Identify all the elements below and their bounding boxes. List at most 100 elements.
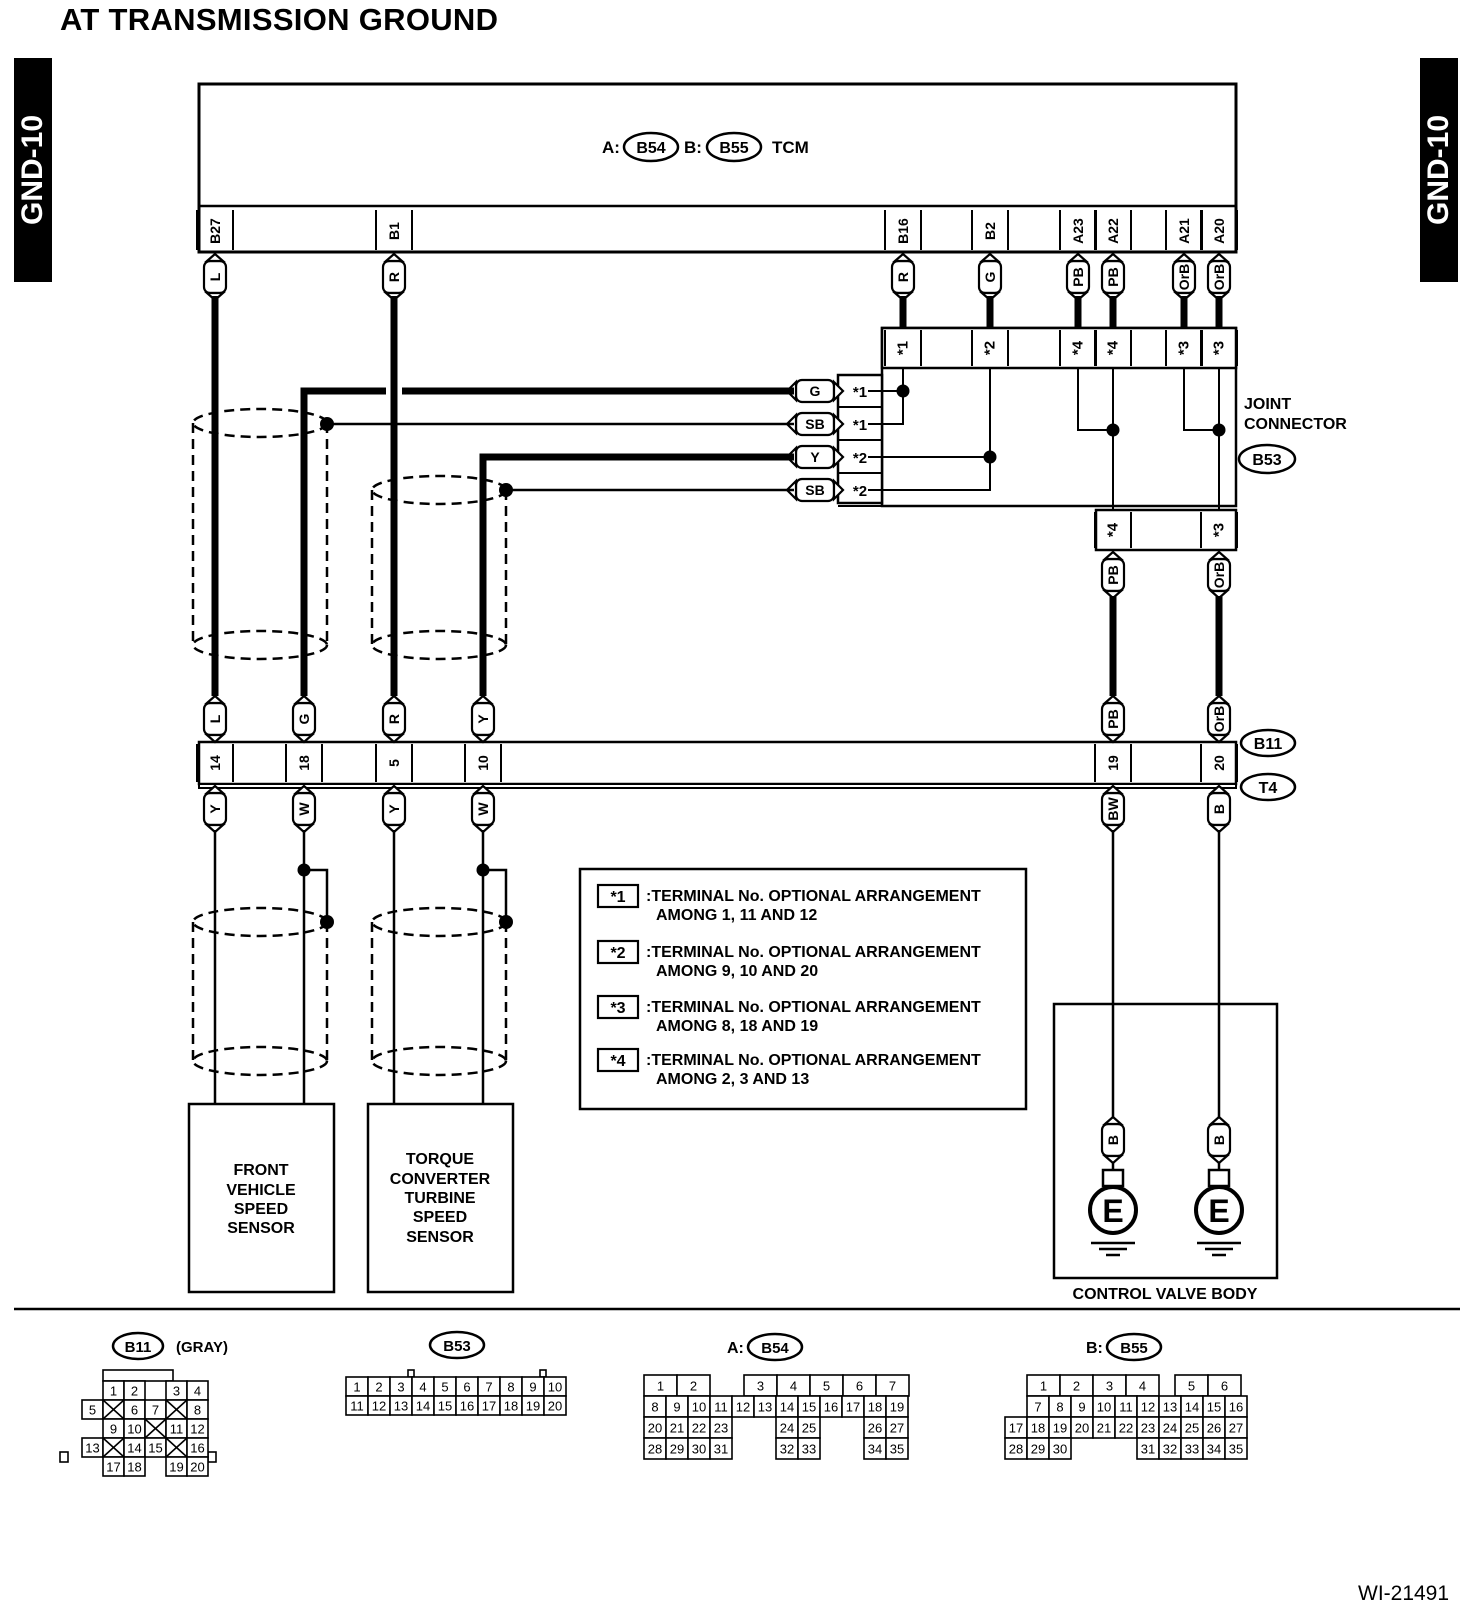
tcm-wire-0-label: L [207,272,223,281]
b54-cell-33-label: 33 [802,1442,816,1457]
b54-cell-10: 10 [687,1395,711,1418]
b11-cell-X [102,1437,125,1458]
b53-cell-20: 20 [543,1395,567,1416]
b54-cell-10-label: 10 [692,1400,706,1415]
turbine-sensor-line-1: TORQUE [406,1151,474,1168]
b53-cell-10: 10 [543,1376,567,1397]
turbine-sensor-line-2: CONVERTER [390,1171,491,1188]
b11-cell-15-label: 15 [148,1441,162,1456]
b54-cell-33: 33 [797,1437,821,1460]
b55-cell-23-label: 23 [1141,1421,1155,1436]
joint-side-term-label-0: *1 [853,384,867,401]
b53-cell-4-label: 4 [419,1380,426,1395]
b54-cell-21-label: 21 [670,1421,684,1436]
ground-wire-0: B [1100,1115,1126,1165]
joint-side-terminals: *1G*1SB*2Y*2SB [785,378,882,507]
b55-cell-28-label: 28 [1009,1442,1023,1457]
note-line1-0: :TERMINAL No. OPTIONAL ARRANGEMENT [646,888,981,905]
b11-cell-19: 19 [165,1456,188,1477]
b54-cell-13: 13 [753,1395,777,1418]
b55-cell-32-label: 32 [1163,1442,1177,1457]
front-sensor-line-3: SPEED [234,1201,288,1218]
b54-cell-4-label: 4 [790,1379,797,1394]
b55-cell-11: 11 [1114,1395,1138,1418]
b55-cell-4-label: 4 [1139,1379,1146,1394]
joint-bottom-term-0: *4 [1105,522,1122,537]
b55-cell-18-label: 18 [1031,1421,1045,1436]
b54-cell-25-label: 25 [802,1421,816,1436]
splice-dot [1212,423,1226,437]
b55-cell-12: 12 [1136,1395,1160,1418]
b54-cell-2-label: 2 [690,1379,697,1394]
tcm-pin-5: A22 [1105,218,1121,244]
b54-cell-29-label: 29 [670,1442,684,1457]
b11-cell-9-label: 9 [110,1422,117,1437]
inline-lower-wire-2-label: Y [386,804,402,814]
b53-cell-12: 12 [367,1395,391,1416]
ground-wire-1-label: B [1211,1135,1227,1145]
b55-cell-34-label: 34 [1207,1442,1221,1457]
b11-cell-14-label: 14 [127,1441,141,1456]
front-sensor-line-4: SENSOR [227,1220,295,1237]
b53-cell-16: 16 [455,1395,479,1416]
b11-cell-3: 3 [165,1380,188,1401]
joint-connector-label-2: CONNECTOR [1244,416,1347,433]
joint-bottom-wire-0-label: PB [1105,565,1121,584]
b55-cell-28: 28 [1004,1437,1028,1460]
joint-side-term-label-1: *1 [853,417,867,434]
inline-upper-wire-3: Y [470,694,496,744]
b55-cell-31: 31 [1136,1437,1160,1460]
joint-connector-b53: JOINT CONNECTOR B53 [836,326,1347,552]
b54-cell-15-label: 15 [802,1400,816,1415]
b11-cell-20: 20 [186,1456,209,1477]
b53-cell-3: 3 [389,1376,413,1397]
note-line2-1: AMONG 9, 10 AND 20 [656,963,818,980]
view-b54-id: B54 [761,1340,789,1357]
tcm-wire-5: PB [1100,252,1126,302]
tcm-block: A: B54 B: B55 TCM [197,82,1238,254]
joint-top-term-0: *1 [895,341,912,355]
b53-cell-19: 19 [521,1395,545,1416]
note-line1-1: :TERMINAL No. OPTIONAL ARRANGEMENT [646,944,981,961]
view-b55-prefix: B: [1086,1340,1103,1357]
b55-cell-6-label: 6 [1221,1379,1228,1394]
b54-cell-5-label: 5 [823,1379,830,1394]
b53-cell-14: 14 [411,1395,435,1416]
b54-cell-28-label: 28 [648,1442,662,1457]
b54-cell-18: 18 [863,1395,887,1418]
b55-cell-27-label: 27 [1229,1421,1243,1436]
b55-cell-13: 13 [1158,1395,1182,1418]
joint-top-term-2: *4 [1070,340,1087,355]
b11-cell-1: 1 [102,1380,125,1401]
view-b11-id: B11 [125,1339,152,1356]
b54-cell-20-label: 20 [648,1421,662,1436]
b55-cell-8-label: 8 [1056,1400,1063,1415]
b11-cell-X [165,1399,188,1420]
b53-cell-11: 11 [345,1395,369,1416]
b53-cell-18: 18 [499,1395,523,1416]
b53-cell-7: 7 [477,1376,501,1397]
b55-cell-19: 19 [1048,1416,1072,1439]
turbine-sensor-line-5: SENSOR [406,1229,474,1246]
b11-cell-5-label: 5 [89,1403,96,1418]
b55-cell-29: 29 [1026,1437,1050,1460]
b53-cell-5: 5 [433,1376,457,1397]
view-b54: A: B54 [727,1332,804,1362]
b11-cell-11-label: 11 [170,1422,184,1437]
b54-cell-1: 1 [643,1374,678,1397]
b54-cell-31-label: 31 [714,1442,728,1457]
shield-upper-turbine [370,474,508,661]
inline-upper-wire-2: R [381,694,407,744]
tcm-conn-a-id: B54 [636,140,665,157]
b54-cell-6: 6 [842,1374,877,1397]
b11-cell-20-label: 20 [190,1460,204,1475]
b54-cell-12: 12 [731,1395,755,1418]
joint-bottom-wire-1: OrB [1206,550,1232,600]
joint-top-term-5: *3 [1211,341,1228,355]
tcm-pin-0: B27 [207,218,223,244]
note-0: *1:TERMINAL No. OPTIONAL ARRANGEMENTAMON… [596,883,981,924]
joint-top-term-3: *4 [1105,340,1122,355]
